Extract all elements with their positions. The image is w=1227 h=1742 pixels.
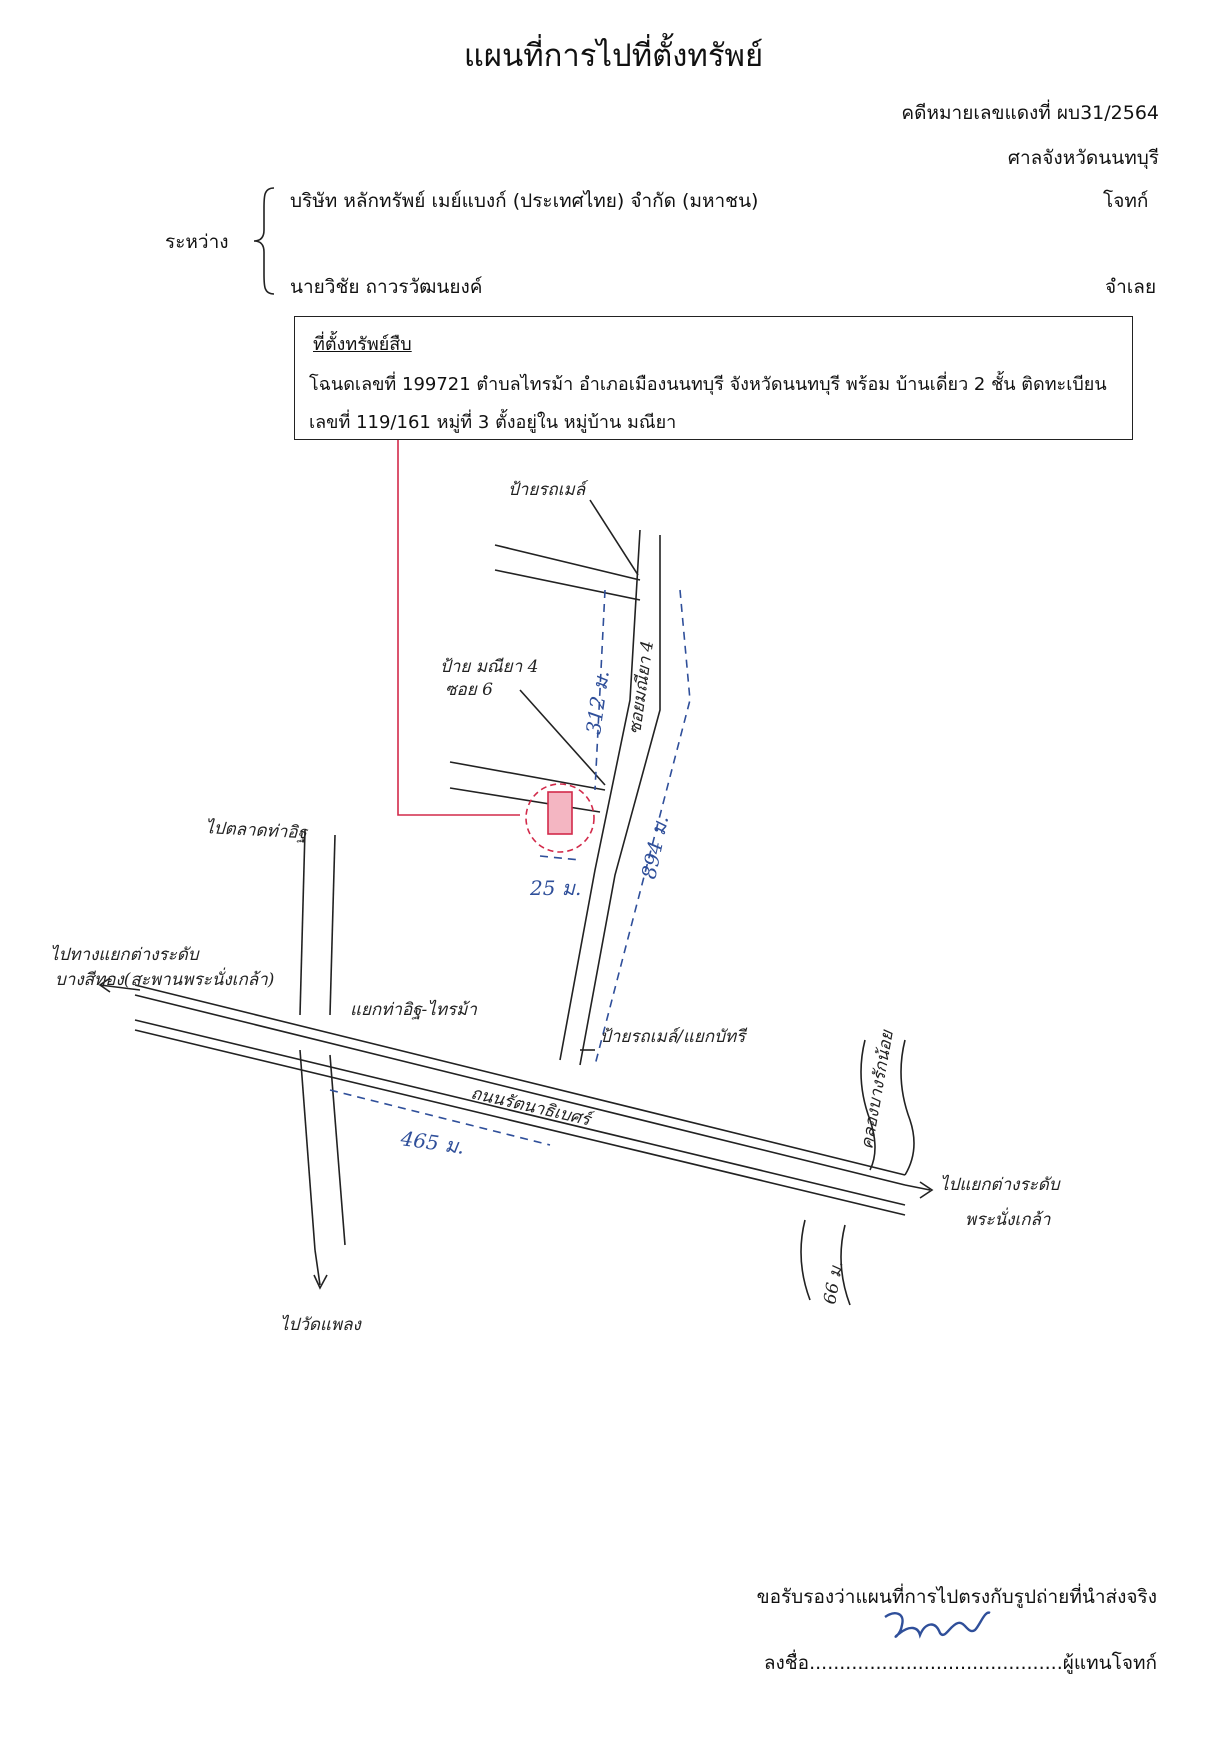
property-box-line2: เลขที่ 119/161 หมู่ที่ 3 ตั้งอยู่ใน หมู่… (309, 412, 677, 433)
defendant-name: นายวิชัย ถาวรวัฒนยงค์ (290, 276, 483, 298)
brace-icon (253, 187, 275, 295)
signature-line: ลงชื่อ..................................… (763, 1652, 1157, 1674)
dim-line-312 (594, 589, 606, 791)
canal-right-bottom-b (840, 1224, 851, 1306)
property-info-box: ที่ตั้งทรัพย์สืบ โฉนดเลขที่ 199721 ตำบลไ… (294, 316, 1133, 440)
main-road-edge-bottom (134, 1019, 906, 1206)
soi-road-a (559, 529, 641, 1061)
canal-right-bottom (800, 1219, 811, 1301)
cross-road-left-bottom-b (329, 1054, 346, 1246)
certify-text: ขอรับรองว่าแผนที่การไปตรงกับรูปถ่ายที่นำ… (756, 1586, 1157, 1608)
property-circle (525, 783, 595, 853)
top-street-a (494, 544, 641, 581)
defendant-role: จำเลย (1105, 276, 1157, 298)
label-dist-312: 312 ม. (581, 669, 614, 736)
label-tha-it-sai-ma: แยกท่าอิฐ-ไทรม้า (350, 999, 477, 1020)
cross-road-left-top-a (299, 829, 306, 1016)
property-plot (547, 791, 573, 835)
cross-road-left-top-b (329, 834, 336, 1016)
label-to-phra-nang-klao-2: พระนั่งเกล้า (965, 1207, 1051, 1230)
mid-street-a (449, 761, 606, 791)
property-box-line1: โฉนดเลขที่ 199721 ตำบลไทรม้า อำเภอเมืองน… (309, 374, 1107, 395)
court-name: ศาลจังหวัดนนทบุรี (1007, 147, 1159, 169)
main-road-edge-top (134, 984, 906, 1176)
arrow-to-wat (313, 1249, 328, 1290)
label-to-bang-si-thong: ไปทางแยกต่างระดับ (50, 944, 200, 965)
case-number: คดีหมายเลขแดงที่ ผบ31/2564 (901, 102, 1159, 124)
canal-right-top (860, 1039, 876, 1171)
label-to-phra-nang-klao: ไปแยกต่างระดับ (940, 1174, 1061, 1195)
route-map: ป้ายรถเมล์ ป้าย มณียา 4 ซอย 6 ซอยมณียา 4… (50, 440, 1061, 1335)
arrow-to-bang-si-thong (98, 977, 141, 993)
property-box-title: ที่ตั้งทรัพย์สืบ (313, 334, 412, 355)
pointer-sign (519, 689, 606, 786)
arrow-to-phra-nang-klao (904, 1181, 934, 1199)
label-dist-894: 894 ม. (636, 813, 673, 881)
cross-road-left-bottom-a (299, 1049, 316, 1251)
label-canal-66: 66 ม. (820, 1259, 847, 1305)
signature-icon (884, 1611, 991, 1639)
label-to-wat: ไปวัดแพลง (280, 1314, 363, 1335)
label-dist-25: 25 ม. (529, 876, 581, 900)
label-dist-465: 465 ม. (398, 1126, 466, 1159)
pointer-bus-stop-top (589, 499, 639, 576)
property-pointer-line (397, 440, 520, 816)
page-title: แผนที่การไปที่ตั้งทรัพย์ (463, 38, 764, 74)
main-road-edge-top-2 (134, 994, 906, 1186)
label-sign-maniya: ป้าย มณียา 4 (440, 657, 538, 677)
label-bus-stop-bottom: ป้ายรถเมล์/แยกบัทรี (600, 1027, 748, 1047)
plaintiff-name: บริษัท หลักทรัพย์ เมย์แบงก์ (ประเทศไทย) … (290, 190, 759, 212)
main-road-edge-bottom-2 (134, 1029, 906, 1216)
plaintiff-role: โจทก์ (1103, 190, 1149, 212)
soi-road-b (579, 535, 661, 1066)
label-road-name: ถนนรัตนาธิเบศร์ (469, 1083, 596, 1131)
top-street-b (494, 569, 641, 601)
dim-line-465 (329, 1089, 551, 1146)
label-bus-stop-top: ป้ายรถเมล์ (508, 480, 589, 500)
mid-street-b (449, 787, 601, 813)
label-tha-it-market: ไปตลาดท่าอิฐ (205, 817, 309, 843)
canal-right-top-b (900, 1039, 915, 1176)
dim-line-25 (539, 855, 581, 861)
label-to-bang-si-thong-2: บางสีทอง(สะพานพระนั่งเกล้า) (55, 967, 274, 990)
between-label: ระหว่าง (165, 231, 229, 253)
label-soi-sign: ซอย 6 (445, 680, 493, 700)
